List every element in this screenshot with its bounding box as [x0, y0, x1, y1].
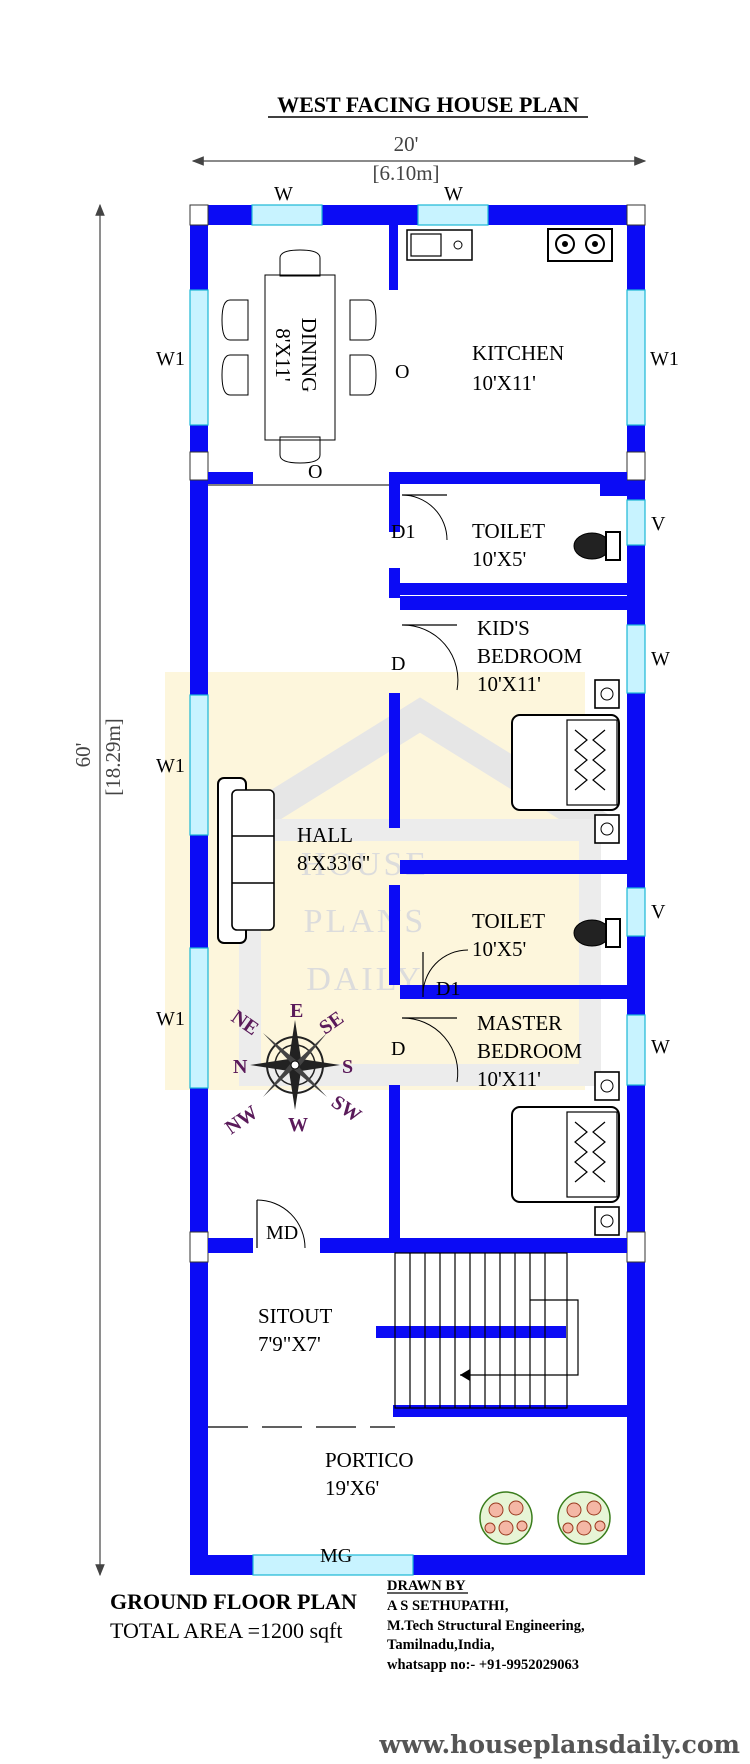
dining-size: 8'X11': [271, 328, 295, 381]
hall-size: 8'X33'6": [297, 851, 370, 875]
compass-w: W: [288, 1114, 308, 1136]
plan-title: WEST FACING HOUSE PLAN: [277, 92, 579, 117]
length-m-label: [18.29m]: [101, 718, 125, 796]
window-w-kids: W: [651, 648, 670, 670]
dining-table: [221, 249, 377, 464]
window-w1-hall-lower: W1: [156, 1008, 185, 1030]
compass-icon: [250, 1020, 340, 1110]
window-w-top-right: W: [444, 183, 463, 205]
kitchen-name: KITCHEN: [472, 341, 564, 365]
toilet1-name: TOILET: [472, 519, 545, 543]
master-name-line2: BEDROOM: [477, 1039, 582, 1063]
toilet2-name: TOILET: [472, 909, 545, 933]
plan-label: GROUND FLOOR PLAN: [110, 1589, 357, 1614]
toilet1-size: 10'X5': [472, 547, 526, 571]
compass-n: N: [233, 1056, 248, 1078]
windows: [189, 204, 646, 1576]
width-m-label: [6.10m]: [372, 161, 439, 185]
compass-sw: SW: [327, 1091, 365, 1127]
master-size: 10'X11': [477, 1067, 541, 1091]
window-w1-kitchen: W1: [650, 348, 679, 370]
total-area: TOTAL AREA =1200 sqft: [110, 1618, 342, 1643]
plant-icon-2: [557, 1491, 611, 1545]
opening-dining: O: [308, 461, 322, 483]
toilet2-size: 10'X5': [472, 937, 526, 961]
main-door-label: MD: [266, 1222, 298, 1244]
master-door: [401, 1017, 459, 1083]
wc-icon-2: [573, 918, 621, 948]
portico-name: PORTICO: [325, 1448, 414, 1472]
drawer-phone: whatsapp no:- +91-9952029063: [387, 1657, 579, 1673]
door-d1-toilet1: D1: [391, 521, 415, 543]
portico-size: 19'X6': [325, 1476, 379, 1500]
compass-s: S: [342, 1056, 353, 1078]
kids-name-line2: BEDROOM: [477, 644, 582, 668]
vent-toilet2: V: [651, 901, 666, 923]
stove-icon: [547, 228, 613, 262]
master-bed-icon: [511, 1071, 620, 1236]
sofa-icon: [217, 777, 275, 944]
toilet1-door: [401, 494, 448, 541]
kids-size: 10'X11': [477, 672, 541, 696]
width-dimension: 20' [6.10m]: [191, 132, 647, 185]
window-w-top-left: W: [274, 183, 293, 205]
door-d-master: D: [391, 1038, 405, 1060]
plant-icon: [479, 1491, 533, 1545]
kids-bed-icon: [511, 679, 620, 844]
compass-e: E: [290, 1000, 303, 1022]
vent-toilet1: V: [651, 513, 666, 535]
length-ft-label: 60': [71, 743, 95, 768]
dining-name: DINING: [297, 318, 321, 393]
opening-kitchen: O: [395, 361, 409, 383]
window-w-master: W: [651, 1036, 670, 1058]
staircase: [394, 1252, 579, 1409]
hall-name: HALL: [297, 823, 353, 847]
kitchen-size: 10'X11': [472, 371, 536, 395]
toilet2-door: [422, 949, 469, 998]
drawer-name: A S SETHUPATHI,: [387, 1598, 509, 1614]
website: www.houseplansdaily.com: [378, 1730, 740, 1759]
window-w1-hall-upper: W1: [156, 755, 185, 777]
master-name-line1: MASTER: [477, 1011, 562, 1035]
length-dimension: 60' [18.29m]: [71, 203, 125, 1577]
kids-name-line1: KID'S: [477, 616, 530, 640]
watermark-line2: PLANS: [304, 903, 427, 940]
compass-nw: NW: [221, 1101, 262, 1139]
window-w1-dining: W1: [156, 348, 185, 370]
width-ft-label: 20': [394, 132, 419, 156]
sitout-size: 7'9"X7': [258, 1332, 321, 1356]
main-door: [256, 1199, 306, 1249]
drawer-qual: M.Tech Structural Engineering,: [387, 1618, 585, 1634]
wc-icon: [573, 531, 621, 561]
drawn-by-label: DRAWN BY: [387, 1578, 466, 1594]
door-d-kids: D: [391, 653, 405, 675]
drawer-place: Tamilnadu,India,: [387, 1637, 495, 1653]
sitout-name: SITOUT: [258, 1304, 332, 1328]
main-gate-label: MG: [320, 1545, 352, 1567]
door-d1-toilet2: D1: [436, 978, 460, 1000]
kitchen-sink-icon: [406, 229, 473, 261]
kids-door: [401, 624, 459, 691]
